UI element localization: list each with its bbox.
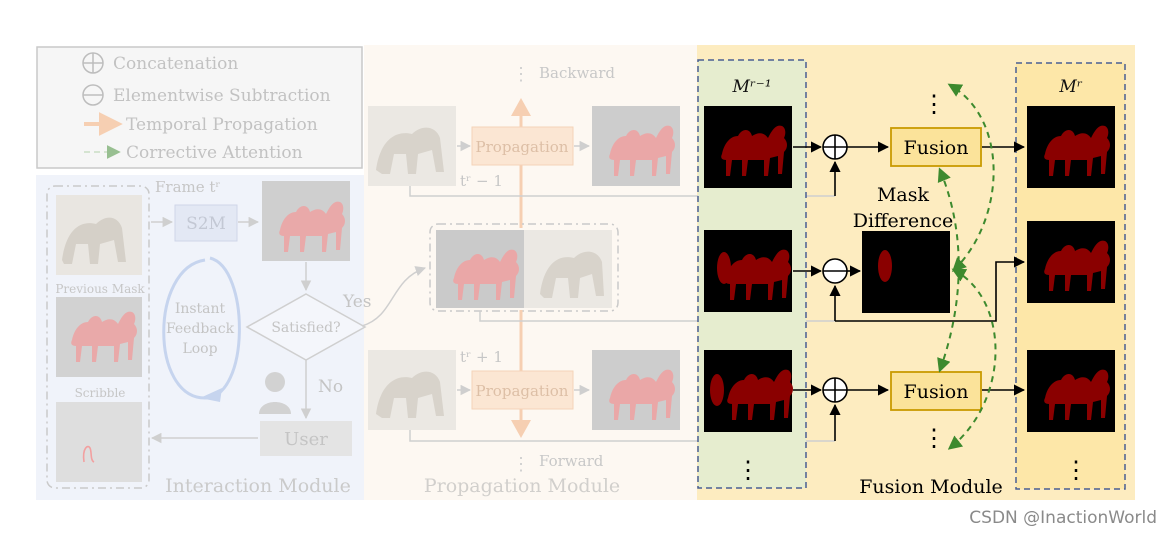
bottom-propagation-box — [471, 370, 574, 410]
m-prev-dots: ⋮ — [736, 456, 760, 484]
bottom-frame-camel — [376, 371, 444, 418]
mask-diff-label-1: Mask — [877, 184, 930, 206]
yes-to-propagation-curve — [361, 266, 426, 327]
legend-concat-label: Concatenation — [113, 54, 238, 74]
legend-subtract-label: Elementwise Subtraction — [113, 86, 331, 106]
subtract-icon — [82, 84, 104, 106]
user-box — [260, 421, 352, 456]
forward-orange-arrowhead — [511, 420, 531, 438]
forward-dots: ⋮ — [512, 454, 530, 475]
s2m-box — [174, 204, 238, 242]
concat-icon — [82, 52, 104, 74]
interaction-module-title: Interaction Module — [165, 475, 351, 497]
legend-corrective-label: Corrective Attention — [126, 143, 303, 163]
loop-label-1: Instant — [175, 301, 226, 317]
legend-temporal-label: Temporal Propagation — [126, 115, 318, 135]
t-plus-label: tʳ + 1 — [460, 348, 503, 366]
bottom-frame-to-fusion-line — [409, 430, 835, 442]
scribble-stroke — [82, 445, 95, 463]
m-curr-label: Mʳ — [1058, 77, 1082, 97]
top-frame-to-fusion-line — [409, 186, 835, 197]
satisfied-label: Satisfied? — [271, 320, 340, 336]
m-prev-bot-extra-blob — [710, 374, 724, 406]
user-icon — [259, 372, 291, 414]
loop-label-3: Loop — [182, 341, 217, 357]
propagation-module-title: Propagation Module — [424, 475, 620, 497]
fusion-module-title: Fusion Module — [859, 476, 1003, 498]
corrective-attn-top-arrow — [947, 83, 995, 272]
top-concat-icon — [822, 134, 848, 160]
watermark: CSDN @InactionWorld — [969, 508, 1157, 528]
mask-difference-image — [862, 231, 950, 313]
forward-label: Forward — [539, 452, 604, 470]
top-propagation-box — [471, 126, 574, 166]
frame-camel-figure — [62, 217, 126, 264]
frame-t-label: Frame tʳ — [155, 178, 221, 196]
corrective-attn-bottom-arrow — [947, 268, 997, 450]
top-frame-camel — [376, 127, 444, 174]
bottom-concat-icon — [822, 377, 848, 403]
loop-label-2: Feedback — [166, 321, 235, 337]
mask-diff-label-2: Difference — [853, 210, 954, 232]
center-frame-camel — [540, 251, 604, 298]
previous-mask-label: Previous Mask — [55, 282, 145, 296]
scribble-image — [56, 402, 142, 482]
bottom-fusion-label: Fusion — [904, 381, 969, 403]
legend-box — [36, 46, 363, 169]
backward-dots: ⋮ — [512, 64, 530, 85]
fusion-bottom-dots: ⋮ — [922, 424, 946, 452]
fusion-top-dots: ⋮ — [922, 90, 946, 118]
top-fusion-label: Fusion — [904, 137, 969, 159]
top-propagation-label: Propagation — [476, 138, 569, 156]
scribble-label: Scribble — [75, 386, 126, 400]
feedback-loop-arrowhead — [200, 388, 222, 402]
mask-difference-blob — [878, 250, 892, 282]
m-curr-dots: ⋮ — [1064, 456, 1088, 484]
backward-label: Backward — [539, 64, 615, 82]
mid-subtract-icon — [822, 258, 848, 284]
user-label: User — [284, 429, 328, 450]
center-frame-group — [429, 223, 619, 312]
s2m-label: S2M — [186, 214, 226, 234]
m-prev-mid-extra-blob — [717, 252, 731, 284]
t-minus-label: tʳ − 1 — [460, 172, 503, 190]
backward-orange-arrowhead — [511, 98, 531, 116]
interaction-inputs-frame — [46, 185, 150, 489]
bottom-propagation-label: Propagation — [476, 382, 569, 400]
center-to-output-arrow — [835, 256, 1026, 322]
no-label: No — [318, 377, 343, 397]
m-prev-label: Mʳ⁻¹ — [731, 77, 771, 97]
yes-label: Yes — [342, 292, 372, 312]
